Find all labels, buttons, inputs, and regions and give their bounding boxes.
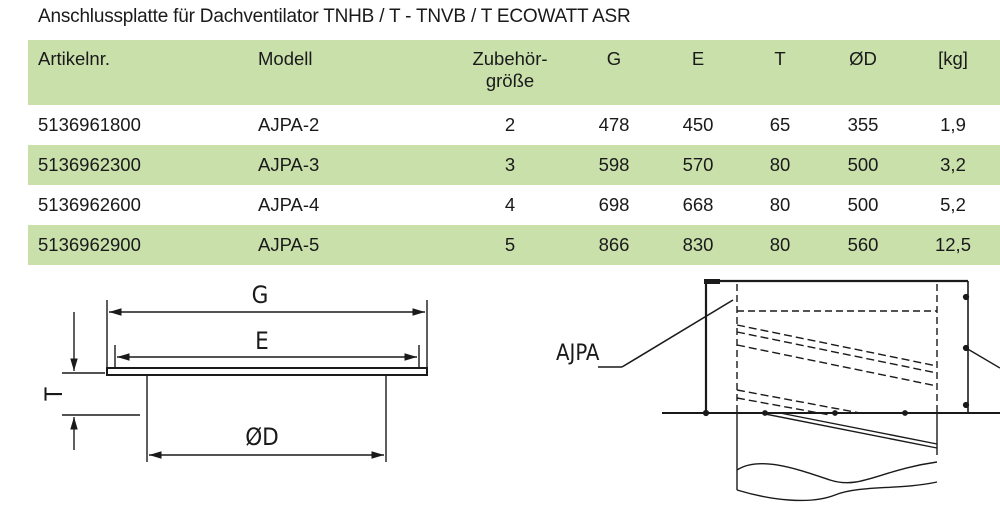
cell-artikelnr: 5136962600 — [38, 194, 141, 215]
cell-g: 866 — [598, 234, 630, 255]
label-g: G — [252, 281, 269, 309]
cell-groesse: 2 — [504, 114, 516, 135]
col-header-g: G — [606, 48, 622, 69]
table-header-row: Artikelnr. Modell Zubehör-größe G E T ØD… — [28, 40, 1000, 105]
cell-modell: AJPA-4 — [258, 194, 320, 215]
cell-modell: AJPA-3 — [258, 154, 320, 175]
plate-dimension-drawing — [62, 300, 428, 462]
col-header-e: E — [691, 48, 705, 69]
spec-table: Artikelnr. Modell Zubehör-größe G E T ØD… — [28, 40, 1000, 265]
col-header-d: ØD — [849, 48, 877, 69]
col-header-artikelnr: Artikelnr. — [38, 48, 110, 69]
cell-artikelnr: 5136961800 — [38, 114, 141, 135]
cell-groesse: 5 — [504, 234, 516, 255]
col-header-kg: [kg] — [938, 48, 968, 69]
col-header-zubehoergroesse: Zubehör-größe — [448, 40, 572, 105]
table-row: 5136962900 AJPA-5 5 866 830 80 560 12,5 — [28, 225, 1000, 265]
label-t: T — [40, 387, 68, 402]
zubehoergroesse-header-text: Zubehör-größe — [472, 48, 547, 91]
cell-e: 830 — [682, 234, 714, 255]
cell-groesse: 4 — [504, 194, 516, 215]
cell-modell: AJPA-2 — [258, 114, 320, 135]
label-ajpa: AJPA — [556, 341, 600, 366]
cell-g: 698 — [598, 194, 630, 215]
col-header-t: T — [774, 48, 786, 69]
cell-t: 80 — [769, 154, 791, 175]
label-d: ØD — [245, 423, 279, 451]
header-line: Zubehör- — [472, 48, 548, 69]
cell-modell: AJPA-5 — [258, 234, 320, 255]
cell-artikelnr: 5136962900 — [38, 234, 141, 255]
col-header-modell: Modell — [258, 48, 313, 69]
cell-g: 598 — [598, 154, 630, 175]
document-title: Anschlussplatte für Dachventilator TNHB … — [38, 6, 631, 27]
header-line: größe — [485, 70, 535, 91]
plate-outline — [106, 367, 428, 376]
cell-g: 478 — [598, 114, 630, 135]
label-e: E — [255, 327, 269, 355]
cell-kg: 3,2 — [940, 154, 966, 175]
cell-d: 500 — [847, 154, 879, 175]
cell-t: 65 — [769, 114, 791, 135]
cell-e: 450 — [682, 114, 714, 135]
cell-kg: 12,5 — [934, 234, 971, 255]
table-row: 5136961800 AJPA-2 2 478 450 65 355 1,9 — [28, 105, 1000, 145]
cell-d: 560 — [847, 234, 879, 255]
cell-e: 668 — [682, 194, 714, 215]
cell-d: 355 — [847, 114, 879, 135]
cell-t: 80 — [769, 194, 791, 215]
ajpa-leader-line — [621, 299, 734, 368]
cell-d: 500 — [847, 194, 879, 215]
cell-kg: 5,2 — [940, 194, 966, 215]
cell-t: 80 — [769, 234, 791, 255]
installation-drawing — [598, 279, 1000, 502]
table-row: 5136962300 AJPA-3 3 598 570 80 500 3,2 — [28, 145, 1000, 185]
cell-kg: 1,9 — [940, 114, 966, 135]
cell-groesse: 3 — [504, 154, 516, 175]
cell-artikelnr: 5136962300 — [38, 154, 141, 175]
cell-e: 570 — [682, 154, 714, 175]
table-row: 5136962600 AJPA-4 4 698 668 80 500 5,2 — [28, 185, 1000, 225]
